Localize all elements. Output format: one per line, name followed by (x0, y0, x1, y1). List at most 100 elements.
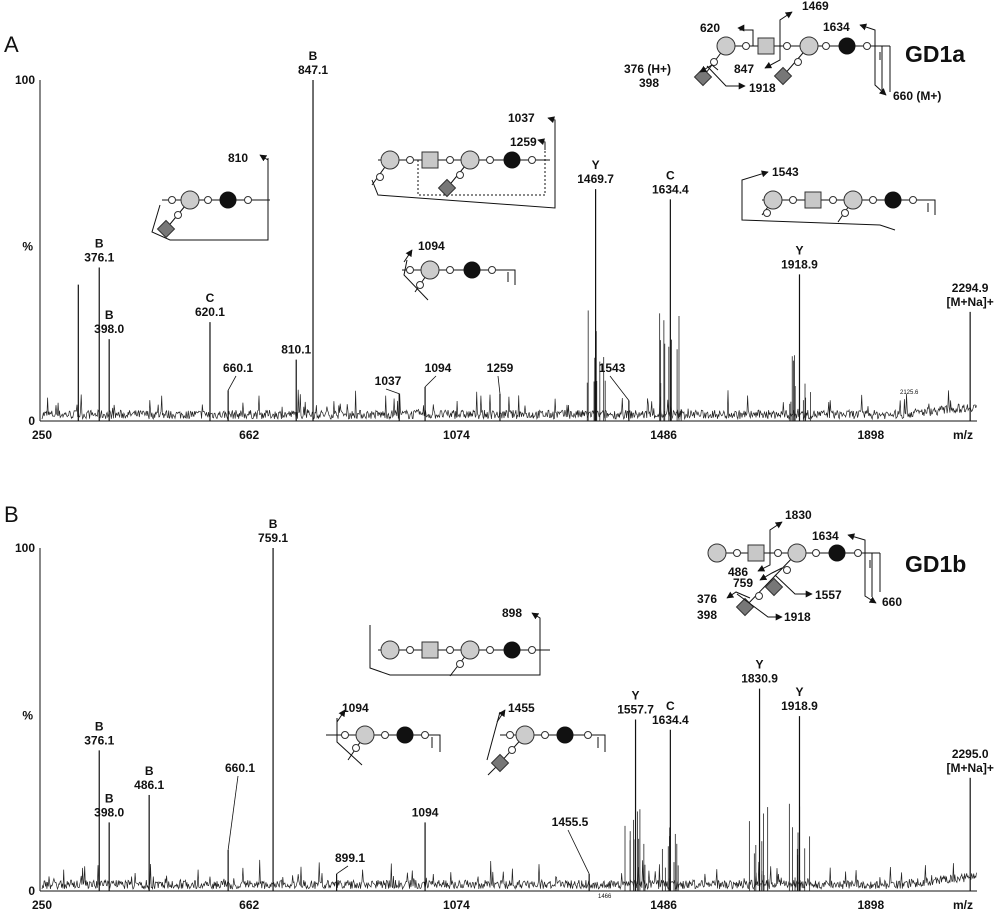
gd1b-label-660: 660 (882, 595, 902, 609)
peak-mz-label: 398.0 (94, 805, 124, 819)
fragment-label-1094-b: 1094 (342, 701, 369, 715)
peak-mz-label: 1918.9 (781, 699, 818, 713)
leader-line (385, 388, 400, 395)
peak-mz-label: [M+Na]+ (946, 295, 993, 309)
gd1b-label-1557: 1557 (815, 588, 842, 602)
gd1b-label-1830: 1830 (785, 508, 812, 522)
fragment-1037-1259: 1037 1259 (371, 111, 556, 209)
leader-line (567, 829, 590, 875)
peak-ion-label: 2294.9 (952, 281, 989, 295)
x-tick-label: 1486 (650, 898, 677, 909)
peak-ion-label: B (269, 517, 278, 531)
peak-mz-label: 810.1 (281, 343, 311, 357)
peak-mz-label: 1455.5 (552, 815, 589, 829)
peak-ion-label: B (145, 764, 154, 778)
fragment-1543: 1543 (741, 165, 936, 231)
gd1a-label-1634: 1634 (823, 20, 850, 34)
peak-mz-label: 1918.9 (781, 257, 818, 271)
fragment-label-1094: 1094 (418, 239, 445, 253)
peak-ion-label: B (105, 308, 114, 322)
peak-ion-label: Y (756, 658, 764, 672)
gd1b-label-759: 759 (733, 576, 753, 590)
peak-mz-label: 376.1 (84, 251, 114, 265)
panel-label-a: A (4, 32, 19, 57)
peak-mz-label: 1037 (375, 374, 402, 388)
x-tick-label: 250 (32, 428, 52, 442)
leader-line (336, 865, 349, 875)
peak-mz-label: 486.1 (134, 778, 164, 792)
peak-mz-label: 398.0 (94, 322, 124, 336)
peak-mz-label: 759.1 (258, 531, 288, 545)
peak-ion-label: C (666, 699, 675, 713)
x-tick-label: 1898 (857, 428, 884, 442)
fragment-1455: 1455 (486, 701, 606, 776)
gd1a-label-398: 398 (639, 76, 659, 90)
peak-mz-label: 1094 (412, 805, 439, 819)
peak-ion-label: B (95, 237, 104, 251)
peak-mz-label: 1557.7 (617, 703, 654, 717)
y-axis-label: % (22, 709, 33, 723)
gd1b-label-398: 398 (697, 608, 717, 622)
leader-line (227, 375, 237, 391)
peak-mz-label: 847.1 (298, 63, 328, 77)
peak-ion-label: Y (795, 685, 803, 699)
gd1b-structure: 1830 1634 486 759 1557 376 398 1918 660 … (697, 508, 966, 624)
peak-mz-label: 620.1 (195, 305, 225, 319)
gd1b-label-1634: 1634 (812, 529, 839, 543)
peak-mz-label: 660.1 (225, 761, 255, 775)
x-tick-label: 1486 (650, 428, 677, 442)
gd1a-label-1469: 1469 (802, 0, 829, 13)
fragment-label-898: 898 (502, 606, 522, 620)
peak-ion-label: Y (795, 243, 803, 257)
peak-mz-label: 1094 (425, 361, 452, 375)
peak-ion-label: C (206, 291, 215, 305)
y-tick-label: 100 (15, 541, 35, 555)
fragment-label-810: 810 (228, 151, 248, 165)
x-tick-label: 662 (239, 428, 259, 442)
gd1a-label-847: 847 (734, 62, 754, 76)
x-tick-label: 1074 (443, 428, 470, 442)
peak-ion-label: Y (632, 689, 640, 703)
y-tick-label: 0 (28, 414, 35, 428)
minor-label: 1466 (598, 894, 612, 900)
fragment-label-1455: 1455 (508, 701, 535, 715)
gd1b-label-1918: 1918 (784, 610, 811, 624)
fragment-label-1037: 1037 (508, 111, 535, 125)
y-tick-label: 100 (15, 73, 35, 87)
peak-mz-label: 1543 (599, 361, 626, 375)
peak-ion-label: B (105, 791, 114, 805)
y-axis-label: % (22, 240, 33, 254)
gd1a-label-1918: 1918 (749, 81, 776, 95)
x-tick-label: 662 (239, 898, 259, 909)
peak-ion-label: 2295.0 (952, 747, 989, 761)
gd1a-label-660: 660 (M+) (893, 89, 941, 103)
gd1a-title: GD1a (905, 41, 965, 67)
minor-label: 2125.6 (900, 390, 919, 396)
peak-mz-label: 1634.4 (652, 713, 689, 727)
gd1a-structure: 620 1469 1634 847 376 (H+) 398 1918 660 … (624, 0, 965, 103)
leader-line (227, 775, 239, 850)
x-tick-label: 250 (32, 898, 52, 909)
fragment-810: 810 (151, 151, 270, 241)
x-axis-label: m/z (953, 428, 973, 442)
x-tick-label: 1074 (443, 898, 470, 909)
gd1b-label-486: 486 (728, 565, 748, 579)
panel-label-b: B (4, 502, 19, 527)
fragment-label-1543: 1543 (772, 165, 799, 179)
gd1a-label-620: 620 (700, 21, 720, 35)
gd1b-title: GD1b (905, 551, 966, 577)
fragment-1094-b: 1094 (326, 701, 441, 766)
noise-trace (41, 389, 977, 421)
peak-mz-label: 1830.9 (741, 672, 778, 686)
leader-line (497, 375, 501, 394)
x-tick-label: 1898 (857, 898, 884, 909)
peak-ion-label: B (95, 719, 104, 733)
peak-ion-label: C (666, 168, 675, 182)
leader-line (424, 375, 437, 388)
peak-ion-label: B (309, 49, 318, 63)
x-axis-label: m/z (953, 898, 973, 909)
peak-mz-label: 1259 (487, 361, 514, 375)
